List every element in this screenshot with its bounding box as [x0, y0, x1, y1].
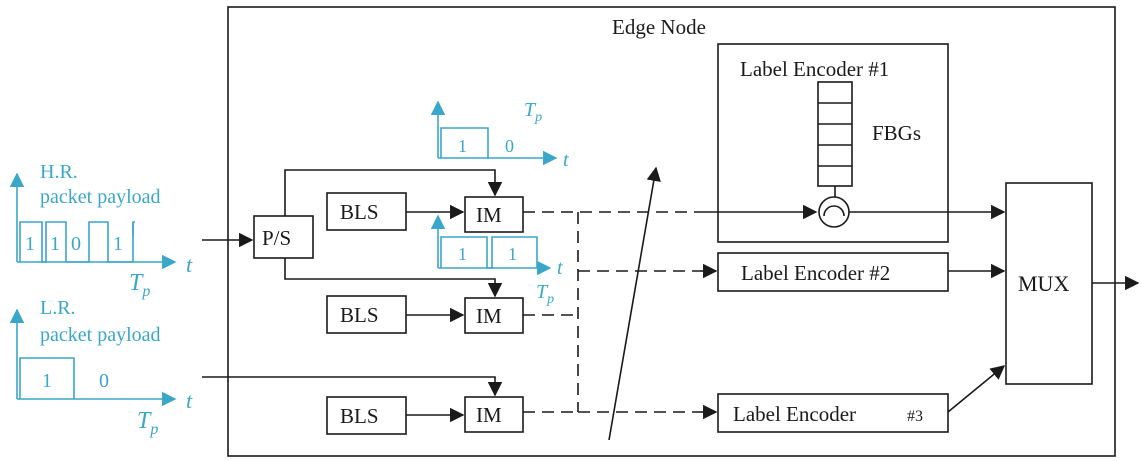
im-label-1: IM — [476, 203, 502, 227]
fbgs-label: FBGs — [872, 121, 921, 145]
lr-label-line1: L.R. — [40, 297, 76, 319]
hr-label-line2: packet payload — [40, 186, 161, 208]
lr-label-line2: packet payload — [40, 324, 161, 346]
hr-bit-1: 1 — [25, 233, 35, 255]
mux-label: MUX — [1018, 271, 1069, 296]
label-encoder-3-block — [717, 393, 949, 433]
lr-bit-1: 1 — [42, 370, 52, 392]
lr-axis-t: t — [186, 388, 193, 413]
label-encoder-2-label: Label Encoder #2 — [741, 261, 890, 285]
mid-wave-axis-t: t — [557, 257, 563, 279]
ps-label: P/S — [262, 226, 291, 250]
top-im-waveform: 1 0 t Tp — [430, 99, 569, 171]
bls-label-1: BLS — [340, 200, 379, 224]
label-encoder-2-block — [717, 252, 949, 292]
mid-wave-bit-1: 1 — [458, 244, 467, 264]
hr-bit-2: 1 — [50, 233, 60, 255]
edge-node-frame — [227, 6, 1116, 457]
im-label-3: IM — [476, 403, 502, 427]
im-label-2: IM — [476, 304, 502, 328]
reconfig-switch-arrow — [608, 166, 661, 441]
im-block-1 — [464, 196, 524, 233]
mid-wave-tp: Tp — [536, 281, 554, 307]
mid-im-waveform: 1 1 t Tp — [430, 214, 563, 307]
top-wave-bit-2: 0 — [505, 136, 514, 156]
hr-bit-4: 1 — [113, 233, 123, 255]
im-block-3 — [464, 396, 524, 433]
bls-label-3: BLS — [340, 404, 379, 428]
lr-bit-2: 0 — [99, 370, 109, 392]
top-wave-tp: Tp — [524, 99, 542, 125]
top-wave-bit-1: 1 — [458, 136, 467, 156]
hr-tp: Tp — [129, 270, 150, 300]
label-encoder-3-label: Label Encoder — [733, 402, 856, 426]
hr-input-waveform: H.R. packet payload 1 1 0 1 t Tp — [9, 161, 193, 300]
lr-input-waveform: L.R. packet payload 1 0 t Tp — [9, 297, 193, 438]
fbg-stack — [817, 81, 853, 198]
hr-label-line1: H.R. — [40, 161, 78, 183]
hr-bit-3: 0 — [71, 233, 81, 255]
label-encoder-1-title: Label Encoder #1 — [740, 57, 889, 81]
bls-label-2: BLS — [340, 303, 379, 327]
ps-to-im2-wire — [284, 258, 503, 298]
bls-block-2 — [326, 295, 407, 334]
circulator-icon — [818, 196, 850, 228]
top-wave-axis-t: t — [563, 149, 569, 171]
lr-to-im3-wire — [202, 376, 503, 397]
mid-wave-bit-2: 1 — [508, 244, 517, 264]
edge-node-title: Edge Node — [612, 15, 706, 39]
ps-to-im1-wire — [284, 169, 503, 216]
hr-axis-t: t — [186, 252, 193, 277]
bls-block-3 — [326, 396, 407, 435]
lr-tp: Tp — [137, 408, 158, 438]
label-encoder-3-number: #3 — [907, 408, 923, 425]
im-block-2 — [464, 297, 524, 334]
encoder3-to-mux-arrow — [947, 365, 1006, 413]
ps-block — [253, 215, 314, 259]
